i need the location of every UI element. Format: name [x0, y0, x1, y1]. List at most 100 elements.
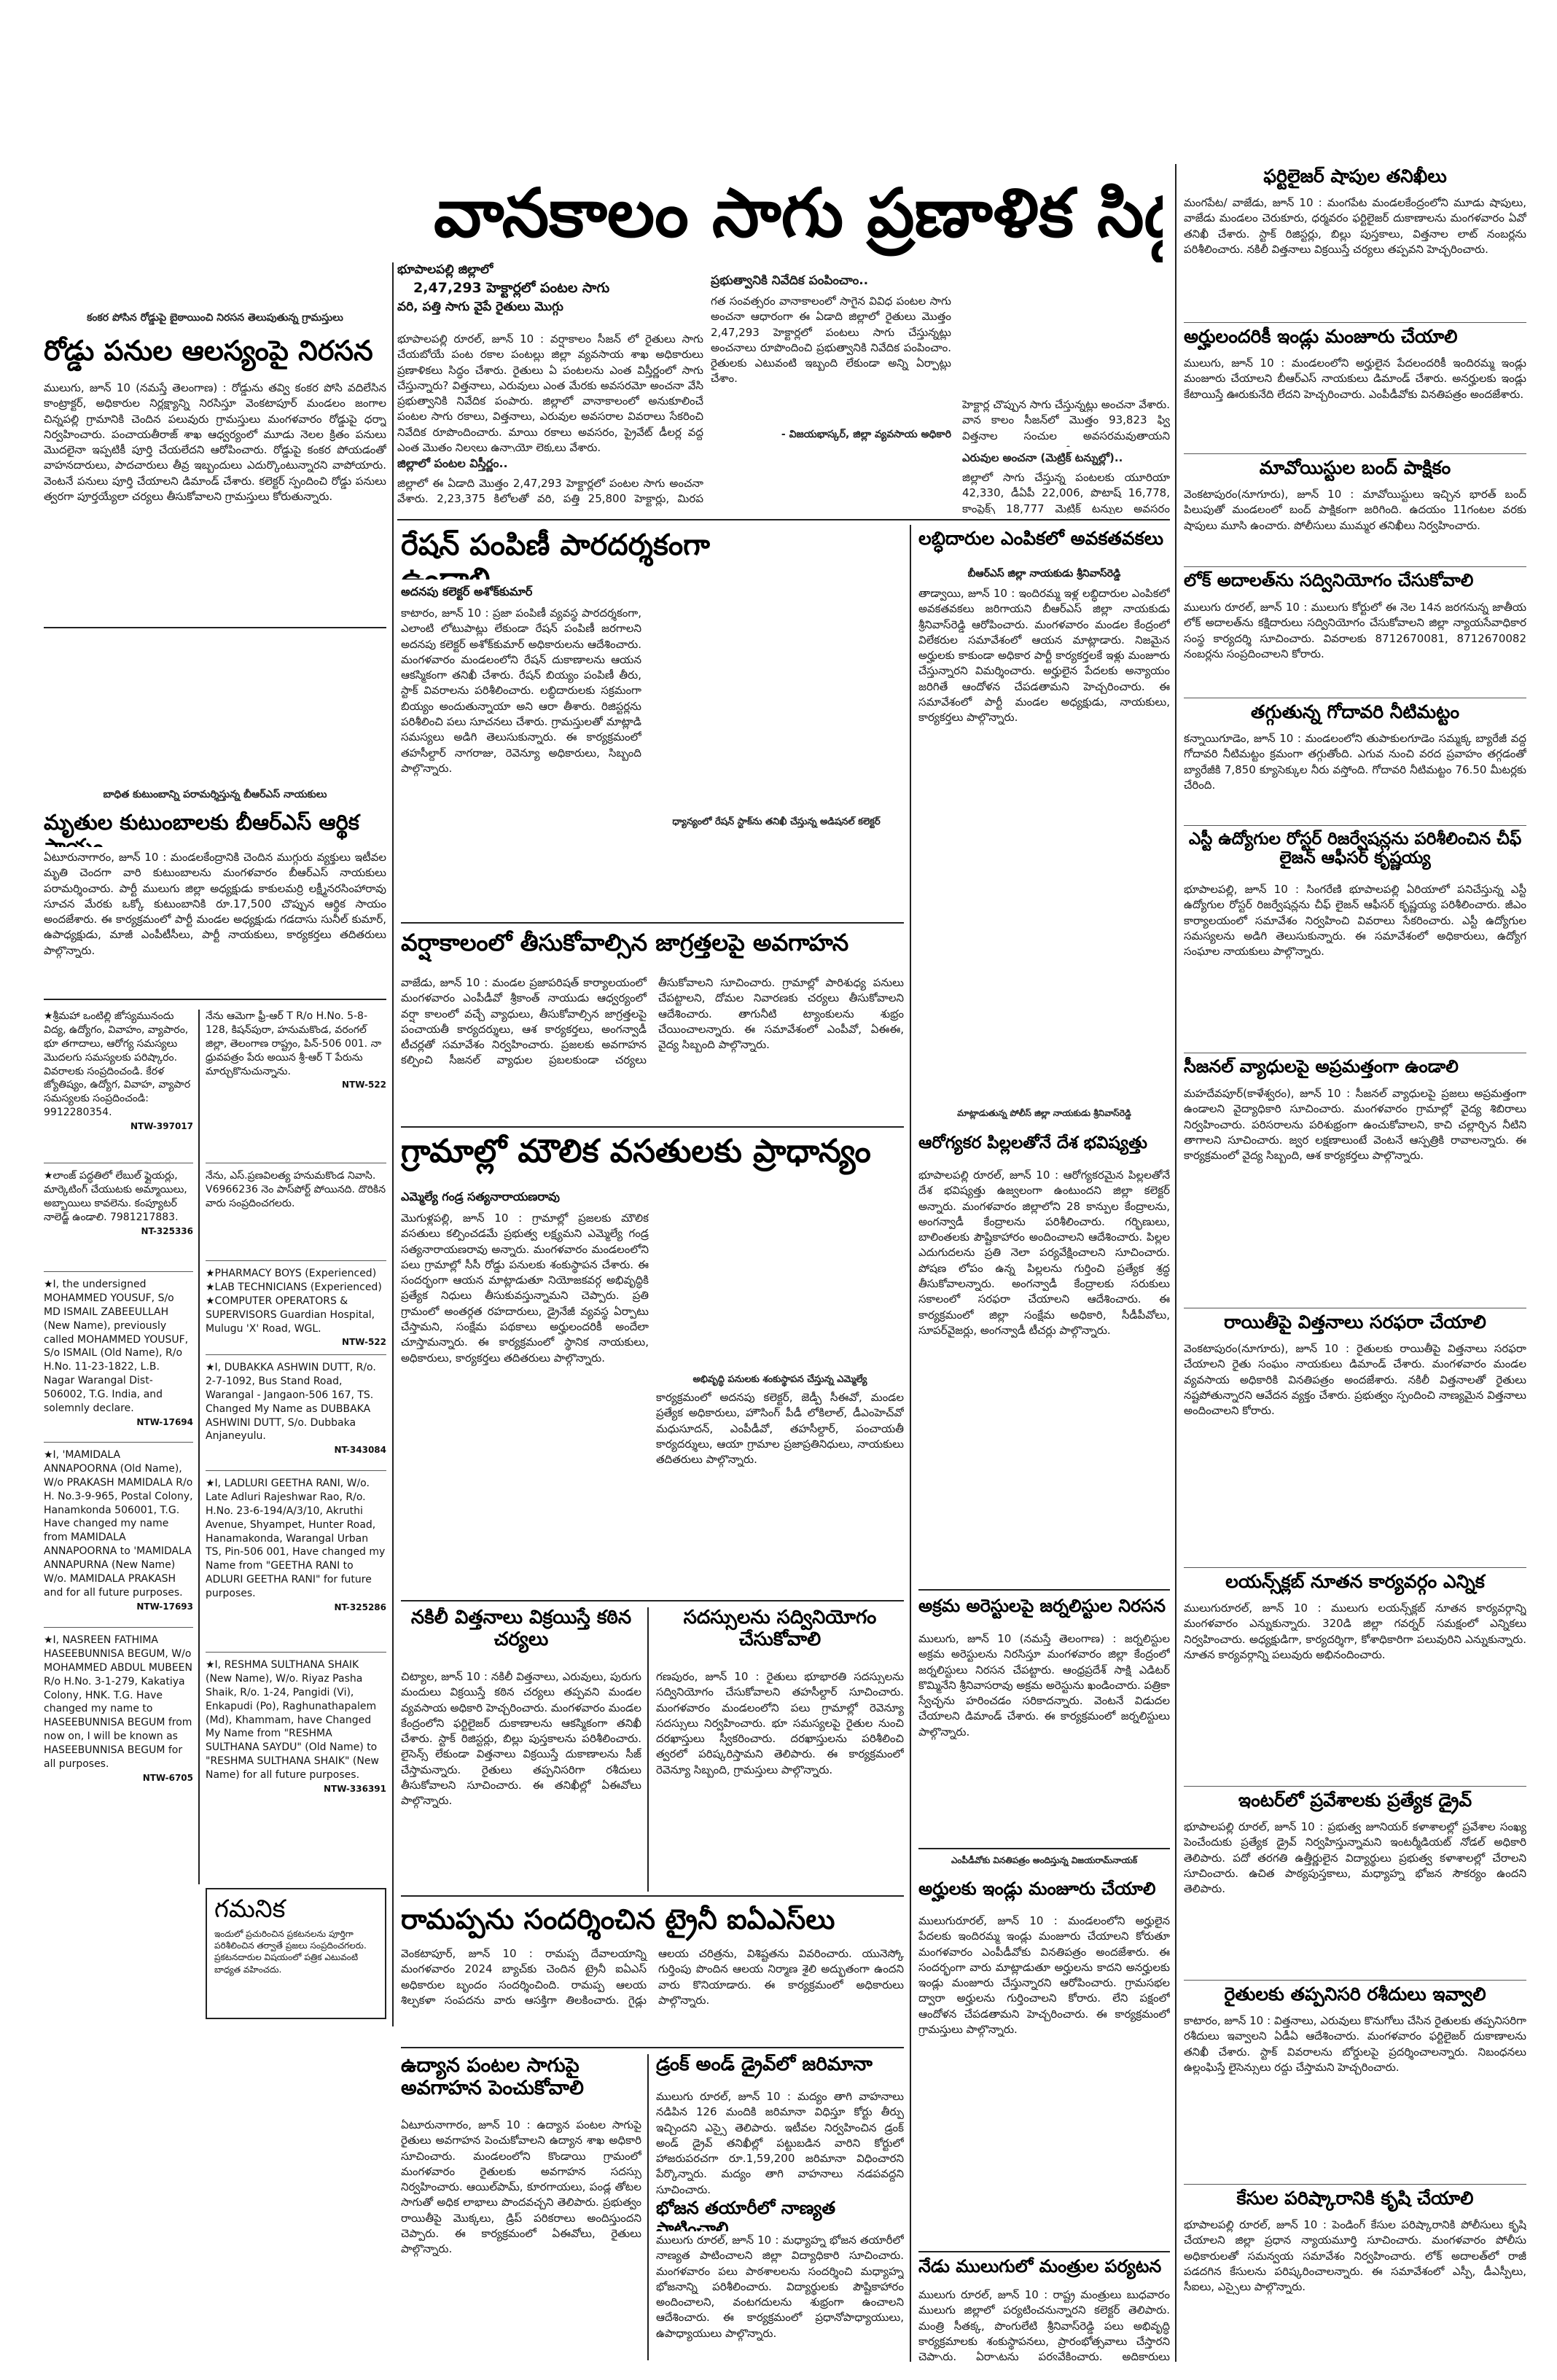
main-story-col-3: హెక్టార్ల చొప్పున సాగు చేస్తున్నట్లు అంచ…: [962, 397, 1170, 514]
divider: [918, 1848, 1170, 1849]
bullet-2: 2,47,293 హెక్టార్లలో పంటల సాగు: [413, 280, 610, 296]
classified-code: NTW-522: [342, 1080, 386, 1090]
main-story-sub-2: ప్రభుత్వానికి నివేదిక పంపించాం..: [711, 273, 869, 288]
arrest-headline-box: అక్రమ అరెస్టులపై జర్నలిస్టుల నిరసన: [918, 1596, 1170, 1629]
divider: [918, 2251, 1170, 2252]
ramappa-headline: రామప్పను సందర్శించిన ట్రైనీ ఐఏఎస్‌లు: [401, 1904, 835, 1935]
meetings-body: గణపురం, జూన్ 10 : రైతులు భూభారతి సదస్సుల…: [656, 1669, 904, 1888]
health-headline-box: ఆరోగ్యకర పిల్లలతోనే దేశ భవిష్యత్తు: [918, 1134, 1170, 1166]
right-headline: లయన్స్‌క్లబ్ నూతన కార్యవర్గం ఎన్నిక: [1225, 1572, 1485, 1592]
houses-text: ములుగురూరల్, జూన్ 10 : మండలంలోని అర్హులై…: [918, 1914, 1170, 2037]
classified-code: NTW-522: [342, 1337, 386, 1348]
classified-code: NTW-6705: [142, 1772, 193, 1783]
right-b6: భూపాలపల్లి, జూన్ 10 : సింగరేణి భూపాలపల్ల…: [1184, 882, 1526, 1050]
main-story-text-1: భూపాలపల్లి రూరల్, జూన్ 10 : వర్షాకాలం సీ…: [397, 332, 703, 452]
classified-ad: ★I, DUBAKKA ASHWIN DUTT, R/o. 2-7-1092, …: [206, 1361, 386, 1471]
arrest-body: ములుగు, జూన్ 10 (నమస్తే తెలంగాణ) : జర్నల…: [918, 1631, 1170, 1843]
ration-body-col: అదనపు కలెక్టర్ అశోక్‌కుమార్ కాటారం, జూన్…: [401, 582, 641, 917]
photo-caption: ఎంపీడీవోకు వినతిపత్రం అందిస్తున్న విజయరా…: [951, 1855, 1138, 1865]
drunk-headline: డ్రంక్ అండ్ డ్రైవ్‌లో జరిమానా: [656, 2054, 873, 2075]
right-h6-box: ఎస్టీ ఉద్యోగుల రోస్టర్ రిజర్వేషన్లను పరి…: [1184, 830, 1526, 881]
benef-headline: లబ్ధిదారుల ఎంపికలో అవకతవకలు: [918, 528, 1164, 549]
houses-body: ములుగురూరల్, జూన్ 10 : మండలంలోని అర్హులై…: [918, 1913, 1170, 2245]
classified-text: నేను ఆమెగా ఫ్రీ-ఆర్ T R/o H.No. 5-8-128,…: [206, 1010, 382, 1077]
divider: [392, 262, 394, 2026]
minister-body: ములుగు రూరల్, జూన్ 10 : రాష్ట్ర మంత్రులు…: [918, 2287, 1170, 2360]
village-text-2: కార్యక్రమంలో అదనపు కలెక్టర్, జెడ్పీ సీఈవ…: [656, 1391, 904, 1467]
main-story-sub-1: జిల్లాలో పంటల విస్తీర్ణం..: [397, 456, 508, 470]
drunk-headline-box: డ్రంక్ అండ్ డ్రైవ్‌లో జరిమానా: [656, 2054, 904, 2087]
horti-body: ఏటూరునాగారం, జూన్ 10 : ఉద్యాన పంటల సాగుప…: [401, 2118, 641, 2358]
right-b9: ములుగురూరల్, జూన్ 10 : ములుగు లయన్స్‌క్ల…: [1184, 1601, 1526, 1783]
right-b1: మంగపేట/ వాజేడు, జూన్ 10 : మంగపేట మండలకేం…: [1184, 195, 1526, 319]
main-story-col-2: ప్రభుత్వానికి నివేదిక పంపించాం.. గత సంవత…: [711, 273, 951, 507]
photo-caption: బాధిత కుటుంబాన్ని పరామర్శిస్తున్న బీఆర్‌…: [103, 789, 327, 800]
left-story-2-body: ఏటూరునాగారం, జూన్ 10 : మండలకేంద్రానికి చ…: [44, 850, 386, 988]
right-b5: కన్నాయిగూడెం, జూన్ 10 : మండలంలోని తుపాకు…: [1184, 731, 1526, 822]
classified-ad: ★I, RESHMA SULTHANA SHAIK (New Name), W/…: [206, 1658, 386, 1870]
notice-title: గమనిక: [214, 1895, 286, 1924]
left-story-2-kicker: బాధిత కుటుంబాన్ని పరామర్శిస్తున్న బీఆర్‌…: [44, 789, 386, 811]
health-caption-box: మాట్లాడుతున్న పోలీస్ జిల్లా నాయకుడు శ్రీ…: [918, 1108, 1170, 1130]
divider: [401, 1895, 904, 1897]
classified-text: ★I, LADLURI GEETHA RANI, W/o. Late Adlur…: [206, 1478, 386, 1600]
divider: [918, 1589, 1170, 1591]
village-byline: ఎమ్మెల్యే గండ్ర సత్యనారాయణరావు: [401, 1190, 560, 1203]
classified-ad: నేను ఆమెగా ఫ్రీ-ఆర్ T R/o H.No. 5-8-128,…: [206, 1010, 386, 1163]
main-story-quote-by: - విజయభాస్కర్, జిల్లా వ్యవసాయ అధికారి: [781, 429, 951, 440]
right-headline: అర్హులందరికీ ఇండ్లు మంజూరు చేయాలి: [1184, 327, 1458, 347]
classified-code: NTW-336391: [323, 1784, 386, 1795]
right-text: భూపాలపల్లి, జూన్ 10 : సింగరేణి భూపాలపల్ల…: [1184, 883, 1526, 959]
main-story-text-5: జిల్లాలో సాగు చేస్తున్న పంటలకు యూరియా 42…: [962, 471, 1170, 514]
divider: [1184, 566, 1526, 567]
right-headline: కేసుల పరిష్కారానికి కృషి చేయాలి: [1236, 2188, 1474, 2209]
right-text: కన్నాయిగూడెం, జూన్ 10 : మండలంలోని తుపాకు…: [1184, 732, 1526, 792]
village-body-col: ఎమ్మెల్యే గండ్ర సత్యనారాయణరావు మొగుళ్లపల…: [401, 1187, 649, 1595]
photo-caption: ధ్యాన్యంలో రేషన్ స్టాక్‌ను తనిఖీ చేస్తున…: [672, 816, 881, 827]
divider: [401, 922, 904, 924]
village-text: మొగుళ్లపల్లి, జూన్ 10 : గ్రామాల్లో ప్రజల…: [401, 1212, 649, 1365]
right-text: మంగపేట/ వాజేడు, జూన్ 10 : మంగపేట మండలకేం…: [1184, 196, 1526, 256]
ramappa-headline-box: రామప్పను సందర్శించిన ట్రైనీ ఐఏఎస్‌లు: [401, 1904, 904, 1944]
right-text: ములుగురూరల్, జూన్ 10 : ములుగు లయన్స్‌క్ల…: [1184, 1601, 1526, 1661]
divider: [1184, 1980, 1526, 1981]
right-b11: కాటారం, జూన్ 10 : విత్తనాలు, ఎరువులు కొన…: [1184, 2013, 1526, 2181]
meetings-text: గణపురం, జూన్ 10 : రైతులు భూభారతి సదస్సుల…: [656, 1670, 904, 1776]
right-h8-box: రాయితీపై విత్తనాలు సరఫరా చేయాలి: [1184, 1312, 1526, 1340]
photo-caption: మాట్లాడుతున్న పోలీస్ జిల్లా నాయకుడు శ్రీ…: [957, 1108, 1131, 1118]
right-headline: ఎస్టీ ఉద్యోగుల రోస్టర్ రిజర్వేషన్లను పరి…: [1188, 830, 1522, 868]
food-headline: భోజన తయారీలో నాణ్యత పాటించాలి: [656, 2198, 836, 2231]
right-text: భూపాలపల్లి రూరల్, జూన్ 10 : ప్రభుత్వ జూన…: [1184, 1820, 1526, 1896]
photo-caption: అభివృద్ధి పనులకు శంకుస్థాపన చేస్తున్న ఎమ…: [692, 1374, 867, 1385]
divider: [397, 519, 1170, 520]
right-b4: ములుగు రూరల్, జూన్ 10 : ములుగు కోర్టులో …: [1184, 600, 1526, 695]
arrest-headline: అక్రమ అరెస్టులపై జర్నలిస్టుల నిరసన: [918, 1596, 1166, 1616]
left-story-2-headline: మృతుల కుటుంబాలకు బీఆర్‌ఎస్ ఆర్థిక సాయం: [44, 811, 359, 847]
divider: [1175, 164, 1176, 2362]
classified-ad: ★లాంజ్ పద్ధతిలో లేబుల్ ఫ్లైయర్లు, మార్కె…: [44, 1169, 193, 1272]
divider: [44, 999, 386, 1000]
left-story-1-kicker: కంకర పోసిన రోడ్డుపై బైఠాయించి నిరసన తెలు…: [44, 312, 386, 334]
drunk-body: ములుగు రూరల్, జూన్ 10 : మద్యం తాగి వాహనా…: [656, 2089, 904, 2195]
right-headline: తగ్గుతున్న గోదావరి నీటిమట్టం: [1250, 702, 1460, 722]
horti-headline-box: ఉద్యాన పంటల సాగుపై అవగాహన పెంచుకోవాలి: [401, 2054, 641, 2116]
photo-caption: కంకర పోసిన రోడ్డుపై బైఠాయించి నిరసన తెలు…: [87, 312, 343, 324]
classifieds-col-b: నేను ఆమెగా ఫ్రీ-ఆర్ T R/o H.No. 5-8-128,…: [206, 1010, 386, 1884]
classified-text: నేను, ఎస్.ప్రణవిలత్య హనుమకొండ నివాసి. V6…: [206, 1170, 386, 1209]
right-headline: లోక్ అదాలత్‌ను సద్వినియోగం చేసుకోవాలి: [1184, 571, 1474, 590]
divider: [1184, 453, 1526, 454]
classified-ad: ★I, LADLURI GEETHA RANI, W/o. Late Adlur…: [206, 1477, 386, 1653]
right-b2: ములుగు, జూన్ 10 : మండలంలోని అర్హులైన పేద…: [1184, 356, 1526, 450]
left-story-1-headline-box: రోడ్డు పనుల ఆలస్యంపై నిరసన: [44, 335, 386, 379]
classified-text: ★లాంజ్ పద్ధతిలో లేబుల్ ఫ్లైయర్లు, మార్కె…: [44, 1170, 187, 1223]
left-story-2-headline-box: మృతుల కుటుంబాలకు బీఆర్‌ఎస్ ఆర్థిక సాయం: [44, 811, 386, 847]
health-body: భూపాలపల్లి రూరల్, జూన్ 10 : ఆరోగ్యకరమైన …: [918, 1168, 1170, 1583]
left-story-1-headline: రోడ్డు పనుల ఆలస్యంపై నిరసన: [44, 335, 373, 367]
right-headline: ఇంటర్‌లో ప్రవేశాలకు ప్రత్యేక డ్రైవ్: [1238, 1790, 1472, 1811]
classified-text: ★I, the undersigned MOHAMMED YOUSUF, S/o…: [44, 1279, 189, 1415]
classified-ad: ★I, 'MAMIDALA ANNAPOORNA (Old Name), W/o…: [44, 1448, 193, 1628]
classified-text: ★I, 'MAMIDALA ANNAPOORNA (Old Name), W/o…: [44, 1449, 193, 1599]
seeds-body: చిట్యాల, జూన్ 10 : నకిలీ విత్తనాలు, ఎరువ…: [401, 1669, 641, 1888]
divider: [1184, 2184, 1526, 2185]
